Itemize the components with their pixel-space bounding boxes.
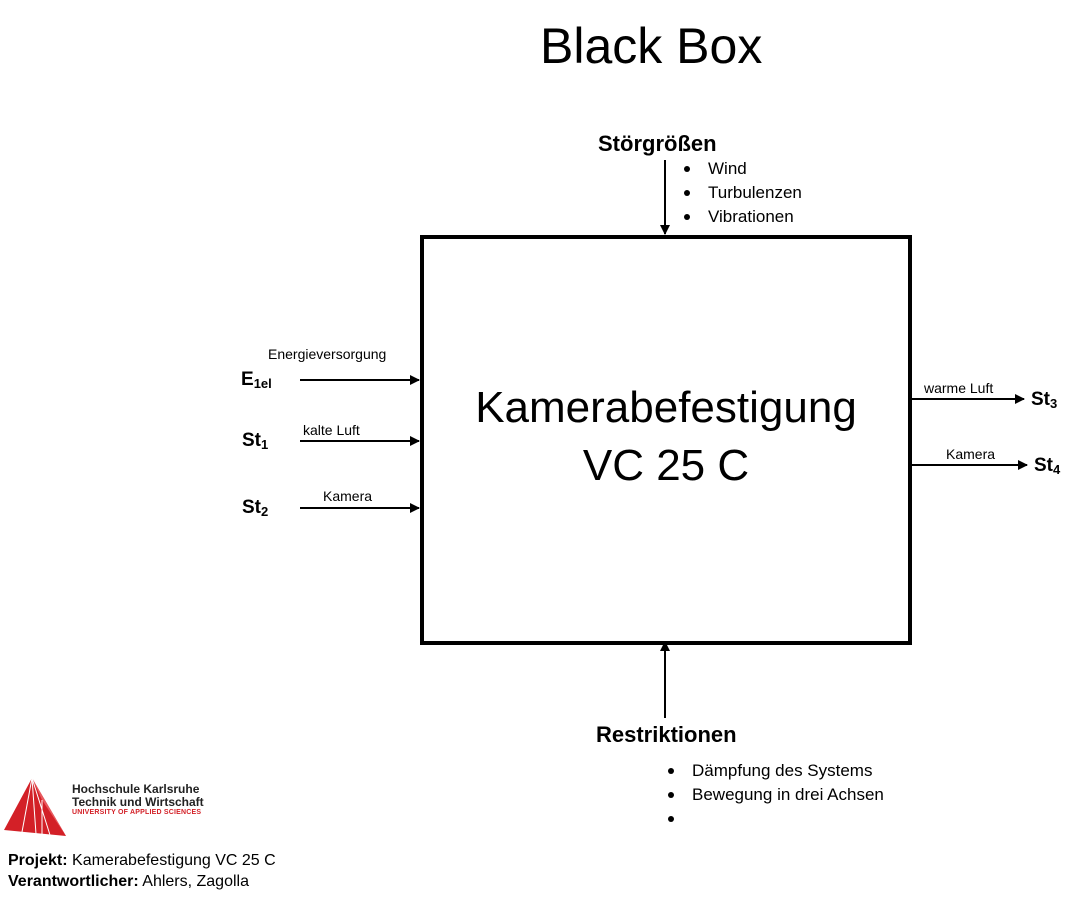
university-logo-icon <box>4 777 66 836</box>
list-item: Wind <box>680 157 802 181</box>
input-symbol-st1: St1 <box>242 430 269 452</box>
output-label-st4: Kamera <box>946 446 996 462</box>
input-label-st1: kalte Luft <box>303 422 360 438</box>
output-symbol-st4: St4 <box>1034 455 1061 477</box>
project-value: Kamerabefestigung VC 25 C <box>72 852 276 869</box>
input-label-e1el: Energieversorgung <box>268 346 387 362</box>
system-name-line1: Kamerabefestigung <box>475 383 857 432</box>
logo-line1: Hochschule Karlsruhe <box>72 782 200 796</box>
list-item: Vibrationen <box>680 205 802 229</box>
system-name: Kamerabefestigung VC 25 C <box>424 379 908 495</box>
owner-line: Verantwortlicher: Ahlers, Zagolla <box>8 872 249 892</box>
logo-line3: UNIVERSITY OF APPLIED SCIENCES <box>72 809 202 816</box>
disturbances-list: Wind Turbulenzen Vibrationen <box>680 157 802 229</box>
restrictions-heading: Restriktionen <box>596 722 737 747</box>
output-label-st3: warme Luft <box>924 380 994 396</box>
owner-label: Verantwortlicher: <box>8 873 139 890</box>
input-symbol-st2: St2 <box>242 497 269 519</box>
list-item: Dämpfung des Systems <box>664 759 884 783</box>
page-title: Black Box <box>540 18 763 74</box>
system-box: Kamerabefestigung VC 25 C <box>420 235 912 645</box>
list-item <box>664 807 884 831</box>
system-name-line2: VC 25 C <box>582 441 750 490</box>
output-symbol-st3: St3 <box>1031 389 1058 411</box>
project-label: Projekt: <box>8 852 68 869</box>
input-label-st2: Kamera <box>323 488 373 504</box>
disturbances-heading: Störgrößen <box>598 131 717 156</box>
list-item: Bewegung in drei Achsen <box>664 783 884 807</box>
logo-line2: Technik und Wirtschaft <box>72 795 204 809</box>
list-item: Turbulenzen <box>680 181 802 205</box>
restrictions-list: Dämpfung des Systems Bewegung in drei Ac… <box>664 759 884 831</box>
owner-value: Ahlers, Zagolla <box>142 873 249 890</box>
input-symbol-e1el: E1el <box>241 369 272 391</box>
university-logo-text: Hochschule Karlsruhe Technik und Wirtsch… <box>72 782 204 817</box>
project-line: Projekt: Kamerabefestigung VC 25 C <box>8 851 276 871</box>
